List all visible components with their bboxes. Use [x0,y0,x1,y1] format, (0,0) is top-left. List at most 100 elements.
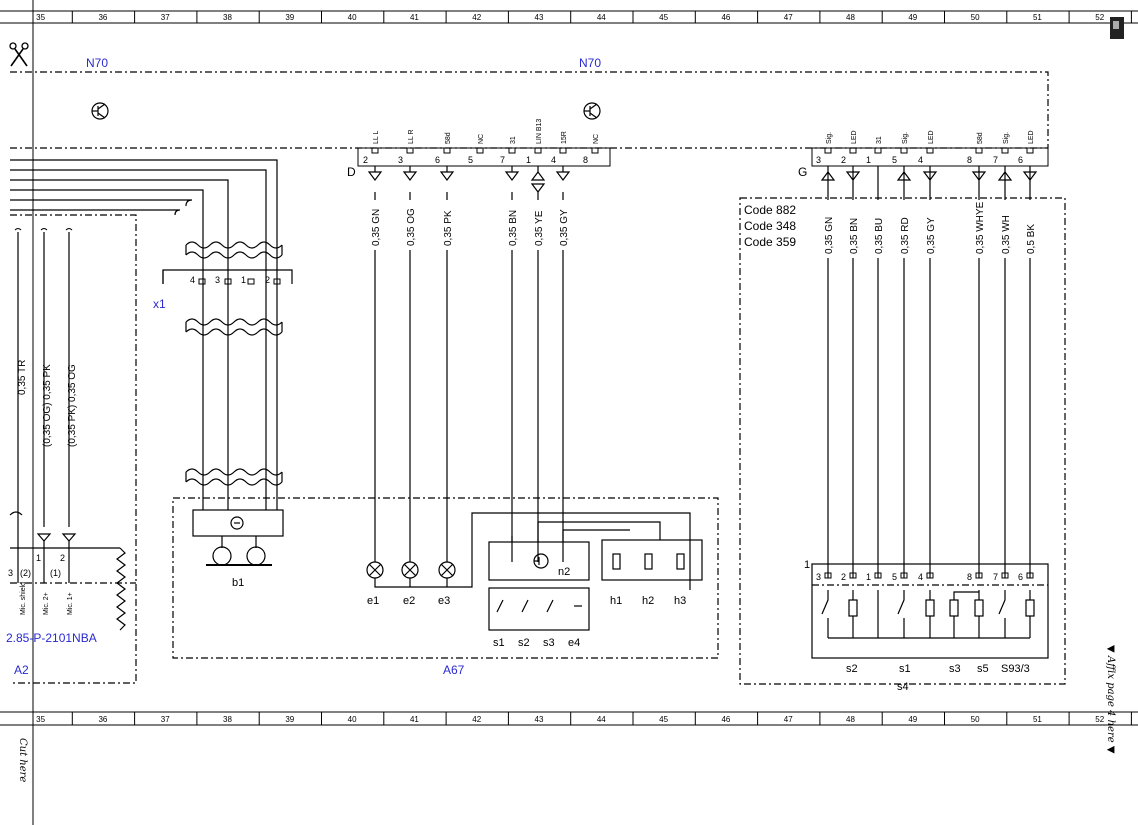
grid-column-number: 50 [971,13,980,22]
pin-terminal [1026,572,1034,579]
grid-column-number: 42 [472,715,481,724]
n70-label-left: N70 [86,56,108,70]
arrow-down-icon [402,171,418,181]
pin-terminal [874,572,882,579]
code-line: Code 359 [744,235,796,249]
pin-terminal [406,147,414,154]
corner-logo-icon [1110,17,1124,39]
pin-terminal [874,147,882,154]
grid-column-number: 39 [285,715,294,724]
ground-bus [828,590,1030,639]
connector-d-pin: 8 [583,155,588,165]
switch-icon [897,590,905,638]
module-transistor-icon [533,553,549,569]
s4-pin: 6 [1018,572,1023,582]
s4-switch-label: S93/3 [1001,663,1030,675]
grid-column-number: 46 [721,715,730,724]
switch-icon [821,590,829,638]
transistor-icon [91,102,109,120]
a2-pin: (1) [50,568,61,578]
grid-column-number: 51 [1033,715,1042,724]
pin-terminal [1001,147,1009,154]
a2-pin: 1 [36,553,41,563]
wire-color-label: 0,35 WHYE [975,201,986,254]
pin-terminal [508,147,516,154]
s4-pin: 2 [841,572,846,582]
switch-label: e4 [568,637,580,649]
connector-g-pin: 6 [1018,155,1023,165]
transistor-icon [583,102,601,120]
s4-pin: 7 [993,572,998,582]
grid-column-number: 45 [659,13,668,22]
pin-terminal [1026,147,1034,154]
switch-label: s3 [543,637,555,649]
grid-column-number: 35 [36,13,45,22]
s4-pin: 3 [816,572,821,582]
led-icon [925,599,935,617]
connector-g-label: G [798,165,807,179]
heater-label: h1 [610,595,622,607]
wire-color-label: 0,35 GY [926,217,937,254]
cut-here-text: Cut here [17,738,28,782]
pin-terminal [900,572,908,579]
grid-column-number: 36 [98,715,107,724]
x1-pin: 2 [265,275,270,285]
grid-column-number: 48 [846,715,855,724]
connector-g-pin: 1 [866,155,871,165]
grid-column-number: 40 [348,715,357,724]
connector-d-signal: NC [478,134,485,144]
grid-column-number: 49 [908,715,917,724]
pin-terminal [926,572,934,579]
pin-terminal [975,147,983,154]
connector-d-label: D [347,165,356,179]
s4-pin: 1 [866,572,871,582]
wire-color-label: 0,35 GN [371,209,382,246]
bidirectional-arrow-icon [530,171,546,193]
connector-d-pin: 5 [468,155,473,165]
a2-pin: 2 [60,553,65,563]
a67-box [172,497,719,659]
s4-switch-label: s3 [949,663,961,675]
pin-terminal [824,147,832,154]
grid-column-number: 36 [98,13,107,22]
pin-terminal [900,147,908,154]
a67-label: A67 [443,663,465,677]
a2-pin: 3 [8,568,13,578]
pin-terminal [849,572,857,579]
wire-label-tr: 0,35 TR [17,360,28,395]
grid-column-number: 37 [161,715,170,724]
connector-g-signal: 31 [876,136,883,144]
connector-d-signal: NC [593,134,600,144]
connector-d-signal: LL L [373,131,380,144]
grid-column-number: 52 [1095,13,1104,22]
a2-box [9,214,137,684]
wire-color-label: 0,35 BN [849,218,860,254]
connector-g-pin: 7 [993,155,998,165]
left-wires [14,228,77,583]
connector-g-pin: 8 [967,155,972,165]
grid-column-number: 51 [1033,13,1042,22]
pin-terminal [926,147,934,154]
grid-column-number: 38 [223,13,232,22]
led-icon [949,599,959,617]
pin-terminal [559,147,567,154]
connector-g-pin: 4 [918,155,923,165]
wire [953,591,979,600]
connector-g-signal: LED [1028,130,1035,144]
heater-label: h3 [674,595,686,607]
grid-column-number: 43 [535,13,544,22]
connector-d-signal: 31 [510,136,517,144]
led-icon [1025,599,1035,617]
arrow-down-icon [504,171,520,181]
grid-column-number: 47 [784,715,793,724]
s4-pin: 8 [967,572,972,582]
connector-d-pin: 2 [363,155,368,165]
x1-connector [162,269,293,285]
connector-d-signal: LIN B13 [536,119,543,144]
s4-pin: 5 [892,572,897,582]
grid-column-number: 35 [36,715,45,724]
s4-switch-label: s2 [846,663,858,675]
connector-d-signal: 58d [445,132,452,144]
